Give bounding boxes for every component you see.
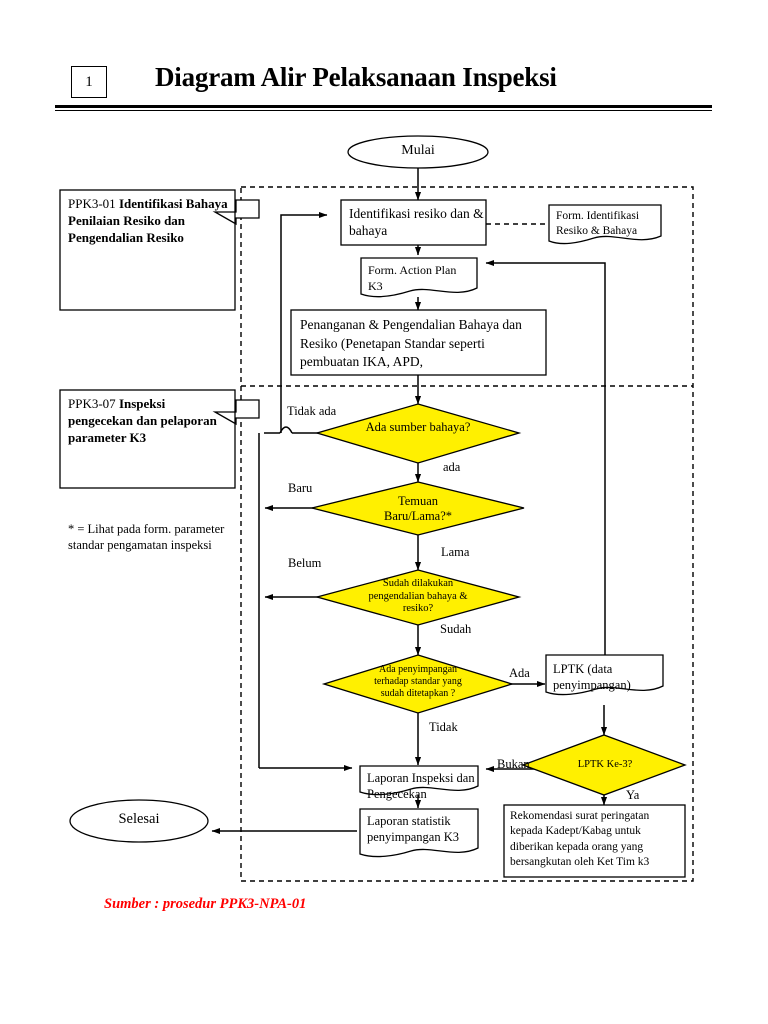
- sideref-1-code: PPK3-01: [68, 196, 119, 211]
- header-rule-thick: [55, 105, 712, 108]
- diamond-lptk-ke3: [521, 734, 687, 796]
- edge-label-tidak-ada: Tidak ada: [287, 404, 337, 418]
- asterisk-note: * = Lihat pada form. parameter standar p…: [68, 522, 225, 553]
- edge-label-bukan: Bukan: [497, 757, 530, 771]
- page-title: Diagram Alir Pelaksanaan Inspeksi: [155, 62, 557, 92]
- edge-label-lama: Lama: [441, 545, 470, 559]
- header-rule-thin: [55, 110, 712, 111]
- sideref-2-code: PPK3-07: [68, 396, 119, 411]
- page-number-box: 1: [71, 66, 107, 98]
- sideref-2-text: PPK3-07 Inspeksi pengecekan dan pelapora…: [68, 395, 230, 446]
- node-label-form-action-plan: Form. Action Plan K3: [368, 263, 457, 293]
- node-label-lptk-data: LPTK (data penyimpangan): [553, 662, 631, 693]
- doc-shape-form-identifikasi: [548, 204, 662, 245]
- rect-rekomendasi: [503, 804, 686, 878]
- oval-mulai: [347, 135, 489, 169]
- doc-shape-form-action-plan: [360, 257, 478, 298]
- page-number: 1: [85, 73, 93, 90]
- sideref-1-label: Identifikasi Bahaya Penilaian Resiko dan…: [68, 196, 228, 245]
- node-label-laporan-inspeksi: Laporan Inspeksi dan Pengecekan: [367, 771, 475, 802]
- rect-identifikasi: [340, 199, 487, 246]
- diamond-sumber-bahaya: [314, 403, 522, 464]
- doc-shape-laporan-inspeksi: [359, 765, 479, 796]
- oval-selesai: [69, 799, 209, 843]
- diamond-penyimpangan: [321, 654, 515, 714]
- edge-label-tidak: Tidak: [429, 720, 458, 734]
- doc-shape-laporan-statistik: [359, 808, 479, 858]
- diamond-sudah-dilakukan: [314, 569, 522, 626]
- edge-label-ada: ada: [443, 460, 461, 474]
- node-label-laporan-statistik: Laporan statistik penyimpangan K3: [367, 814, 459, 845]
- rect-sideref-2: [59, 389, 236, 489]
- edge-label-sudah: Sudah: [440, 622, 472, 636]
- edge-label-belum: Belum: [288, 556, 322, 570]
- diamond-temuan: [311, 481, 525, 536]
- node-label-penanganan: Penanganan & Pengendalian Bahaya dan Res…: [300, 317, 522, 370]
- edge-label-baru: Baru: [288, 481, 313, 495]
- node-label-rekomendasi: Rekomendasi surat peringatan kepada Kade…: [510, 810, 650, 869]
- rect-penanganan: [290, 309, 547, 376]
- rect-sideref-1: [59, 189, 236, 311]
- node-label-identifikasi: Identifikasi resiko dan & bahaya: [349, 206, 484, 239]
- edge-label-ya: Ya: [626, 788, 640, 802]
- doc-shape-lptk: [545, 654, 664, 696]
- sideref-1-text: PPK3-01 Identifikasi Bahaya Penilaian Re…: [68, 196, 230, 247]
- sideref-2-label: Inspeksi pengecekan dan pelaporan parame…: [68, 396, 217, 446]
- edge-label-ada-penyimpangan: Ada: [509, 666, 530, 680]
- source-footnote: Sumber : prosedur PPK3-NPA-01: [104, 896, 307, 912]
- node-label-form-identifikasi: Form. Identifikasi Resiko & Bahaya: [556, 210, 640, 237]
